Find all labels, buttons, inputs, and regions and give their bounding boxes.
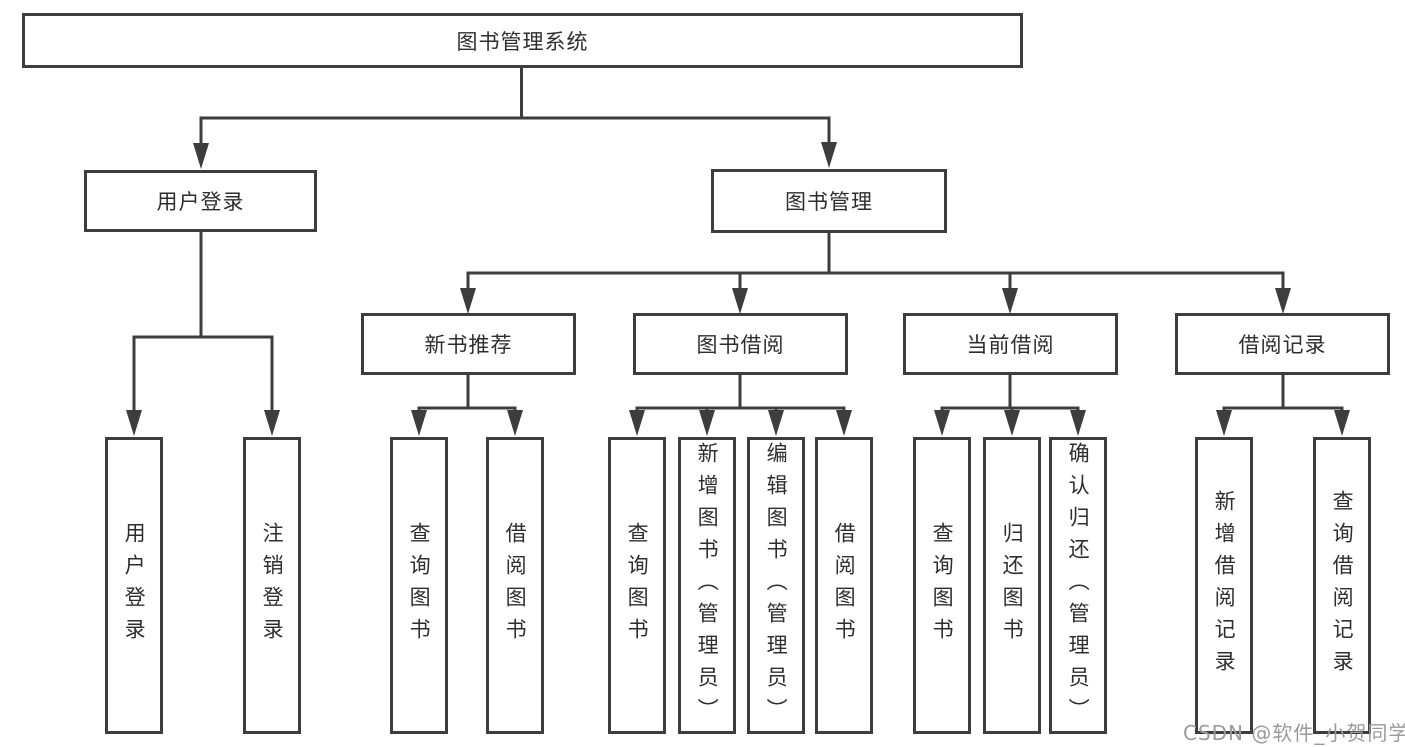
leaf-label: 查询图书 — [930, 521, 955, 650]
watermark: CSDN @软件_小贺同学 — [1183, 721, 1405, 745]
arrowhead — [507, 410, 523, 436]
arrowhead — [821, 142, 837, 168]
arrowhead — [1004, 410, 1020, 436]
node-book-borrowing: 图书借阅 — [633, 313, 848, 375]
arrowhead — [1275, 288, 1291, 314]
leaf-logout: 注销登录 — [243, 437, 301, 734]
leaf-query-books-3: 查询图书 — [913, 437, 971, 734]
arrowhead — [411, 410, 427, 436]
leaf-query-books: 查询图书 — [390, 437, 448, 734]
leaf-label: 用户登录 — [122, 521, 147, 650]
connector-records-bar — [1222, 406, 1344, 414]
connector-l2-bar — [199, 116, 831, 148]
leaf-label: 新增借阅记录 — [1212, 489, 1237, 682]
node-borrowing-records: 借阅记录 — [1175, 313, 1390, 375]
connector-newbooks-bar — [417, 406, 517, 414]
node-library-management-system: 图书管理系统 — [22, 13, 1023, 68]
leaf-return-books: 归还图书 — [983, 437, 1041, 734]
leaf-label: 归还图书 — [1000, 521, 1025, 650]
node-new-book-recommendation: 新书推荐 — [361, 313, 576, 375]
arrowhead — [460, 288, 476, 314]
leaf-label: 查询图书 — [407, 521, 432, 650]
leaf-label: 编辑图书（管理员） — [764, 441, 789, 730]
connector-userlogin-bar — [132, 335, 274, 415]
leaf-borrow-books: 借阅图书 — [486, 437, 544, 734]
leaf-label: 借阅图书 — [503, 521, 528, 650]
leaf-label: 新增图书（管理员） — [695, 441, 720, 730]
arrowhead — [629, 410, 645, 436]
leaf-label: 注销登录 — [260, 521, 285, 650]
arrowhead — [126, 410, 142, 436]
arrowhead — [1002, 288, 1018, 314]
leaf-borrow-books-2: 借阅图书 — [815, 437, 873, 734]
arrowhead — [1334, 410, 1350, 436]
node-current-borrowing: 当前借阅 — [903, 313, 1118, 375]
leaf-confirm-return-admin: 确认归还（管理员） — [1049, 437, 1107, 734]
arrowhead — [264, 410, 280, 436]
leaf-edit-book-admin: 编辑图书（管理员） — [747, 437, 805, 734]
node-user-login: 用户登录 — [84, 170, 317, 232]
leaf-label: 确认归还（管理员） — [1066, 441, 1091, 730]
arrowhead — [699, 410, 715, 436]
connector-bookborrow-bar — [635, 406, 846, 414]
arrowhead — [934, 410, 950, 436]
arrowhead — [836, 410, 852, 436]
leaf-label: 查询借阅记录 — [1330, 489, 1355, 682]
leaf-label: 查询图书 — [625, 521, 650, 650]
leaf-add-borrow-record: 新增借阅记录 — [1195, 437, 1253, 734]
leaf-add-book-admin: 新增图书（管理员） — [678, 437, 736, 734]
arrowhead — [193, 143, 209, 169]
arrowhead — [768, 410, 784, 436]
arrowhead — [1216, 410, 1232, 436]
leaf-query-books-2: 查询图书 — [608, 437, 666, 734]
leaf-label: 借阅图书 — [832, 521, 857, 650]
leaf-query-borrow-record: 查询借阅记录 — [1313, 437, 1371, 734]
arrowhead — [732, 288, 748, 314]
leaf-user-login: 用户登录 — [105, 437, 163, 734]
connector-l3-bar — [466, 271, 1285, 293]
node-book-management: 图书管理 — [711, 169, 947, 233]
arrowhead — [1070, 410, 1086, 436]
